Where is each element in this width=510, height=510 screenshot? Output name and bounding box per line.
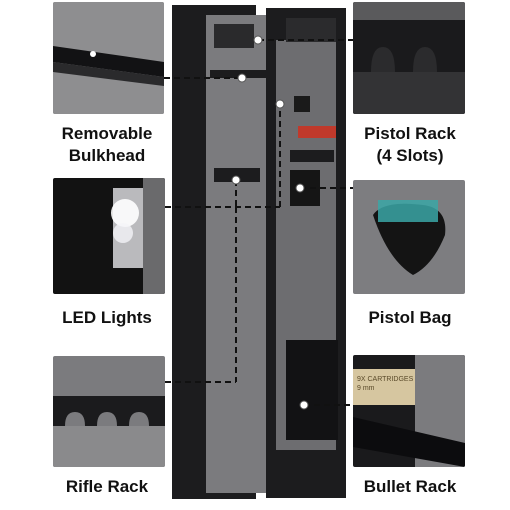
label-bullet-rack: Bullet Rack (363, 477, 457, 496)
callout-dots (231, 35, 309, 410)
ammo-box-text: 9X CARTRIDGES (357, 376, 414, 383)
bullet-rack-photo: 9X CARTRIDGES 9 mm (353, 355, 465, 467)
pistol-bag-illustration (353, 180, 465, 294)
bulkhead-shelf (210, 70, 266, 78)
pistol-bag-photo (353, 180, 465, 294)
rifle-rack (214, 168, 260, 182)
pistol-rack-photo (353, 2, 465, 114)
safe-interior (206, 15, 266, 493)
pistol-rack-illustration (353, 2, 465, 114)
door-top-panel (286, 18, 336, 42)
callout-lines (164, 39, 353, 406)
label-pistol-bag: Pistol Bag (368, 308, 452, 327)
top-light-housing (214, 24, 254, 48)
removable-bulkhead-photo (53, 2, 164, 114)
warning-label (298, 126, 336, 138)
led-lights-photo (53, 178, 165, 294)
bulkhead-illustration (53, 2, 164, 114)
rifle-rack-illustration (53, 356, 165, 467)
bullet-rack-illustration: 9X CARTRIDGES 9 mm (353, 355, 465, 467)
door-electronics (294, 96, 310, 112)
pistol-rack-slot (290, 150, 334, 162)
label-led-lights: LED Lights (62, 308, 152, 327)
led-dot-icon (90, 51, 96, 57)
bullet-rack (286, 340, 338, 440)
label-pistol-rack: Pistol Rack (4 Slots) (364, 124, 456, 165)
led-lights-illustration (53, 178, 165, 294)
rifle-rack-photo (53, 356, 165, 467)
label-rifle-rack: Rifle Rack (65, 477, 149, 496)
ammo-box-text-2: 9 mm (357, 385, 375, 392)
label-removable-bulkhead: Removable Bulkhead (61, 124, 153, 165)
